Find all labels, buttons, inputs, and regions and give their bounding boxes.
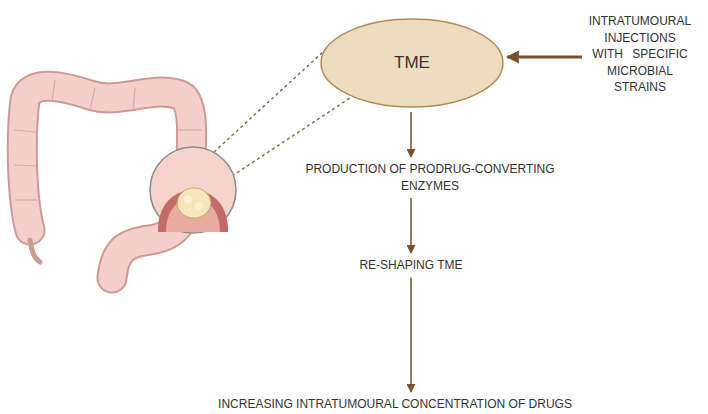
flow-arrow (410, 278, 412, 393)
text-node: RE-SHAPING TME (331, 257, 491, 274)
node-label: RE-SHAPING TME (331, 257, 491, 274)
magnifier-circle (150, 147, 236, 233)
ellipse-node: TME (320, 18, 504, 108)
tumour-cell (195, 202, 203, 210)
connector-layer (411, 57, 582, 392)
text-node: PRODUCTION OF PRODRUG-CONVERTING ENZYMES (285, 161, 575, 194)
flow-arrow (410, 198, 412, 253)
magnified-view (150, 147, 236, 233)
tumour-core (177, 188, 211, 218)
node-label: INTRATUMOURAL INJECTIONS WITH SPECIFIC M… (586, 13, 694, 96)
flow-arrow (507, 56, 582, 59)
node-label: INCREASING INTRATUMOURAL CONCENTRATION O… (180, 396, 610, 413)
text-node: INTRATUMOURAL INJECTIONS WITH SPECIFIC M… (586, 13, 694, 96)
node-label: PRODUCTION OF PRODRUG-CONVERTING ENZYMES (285, 161, 575, 194)
flow-arrow (410, 112, 412, 157)
node-label: TME (394, 55, 430, 72)
tumour-cell (184, 195, 192, 203)
appendix (30, 240, 40, 262)
text-node: INCREASING INTRATUMOURAL CONCENTRATION O… (180, 396, 610, 413)
ellipse-shape (321, 19, 503, 107)
zoom-leader (214, 40, 336, 152)
